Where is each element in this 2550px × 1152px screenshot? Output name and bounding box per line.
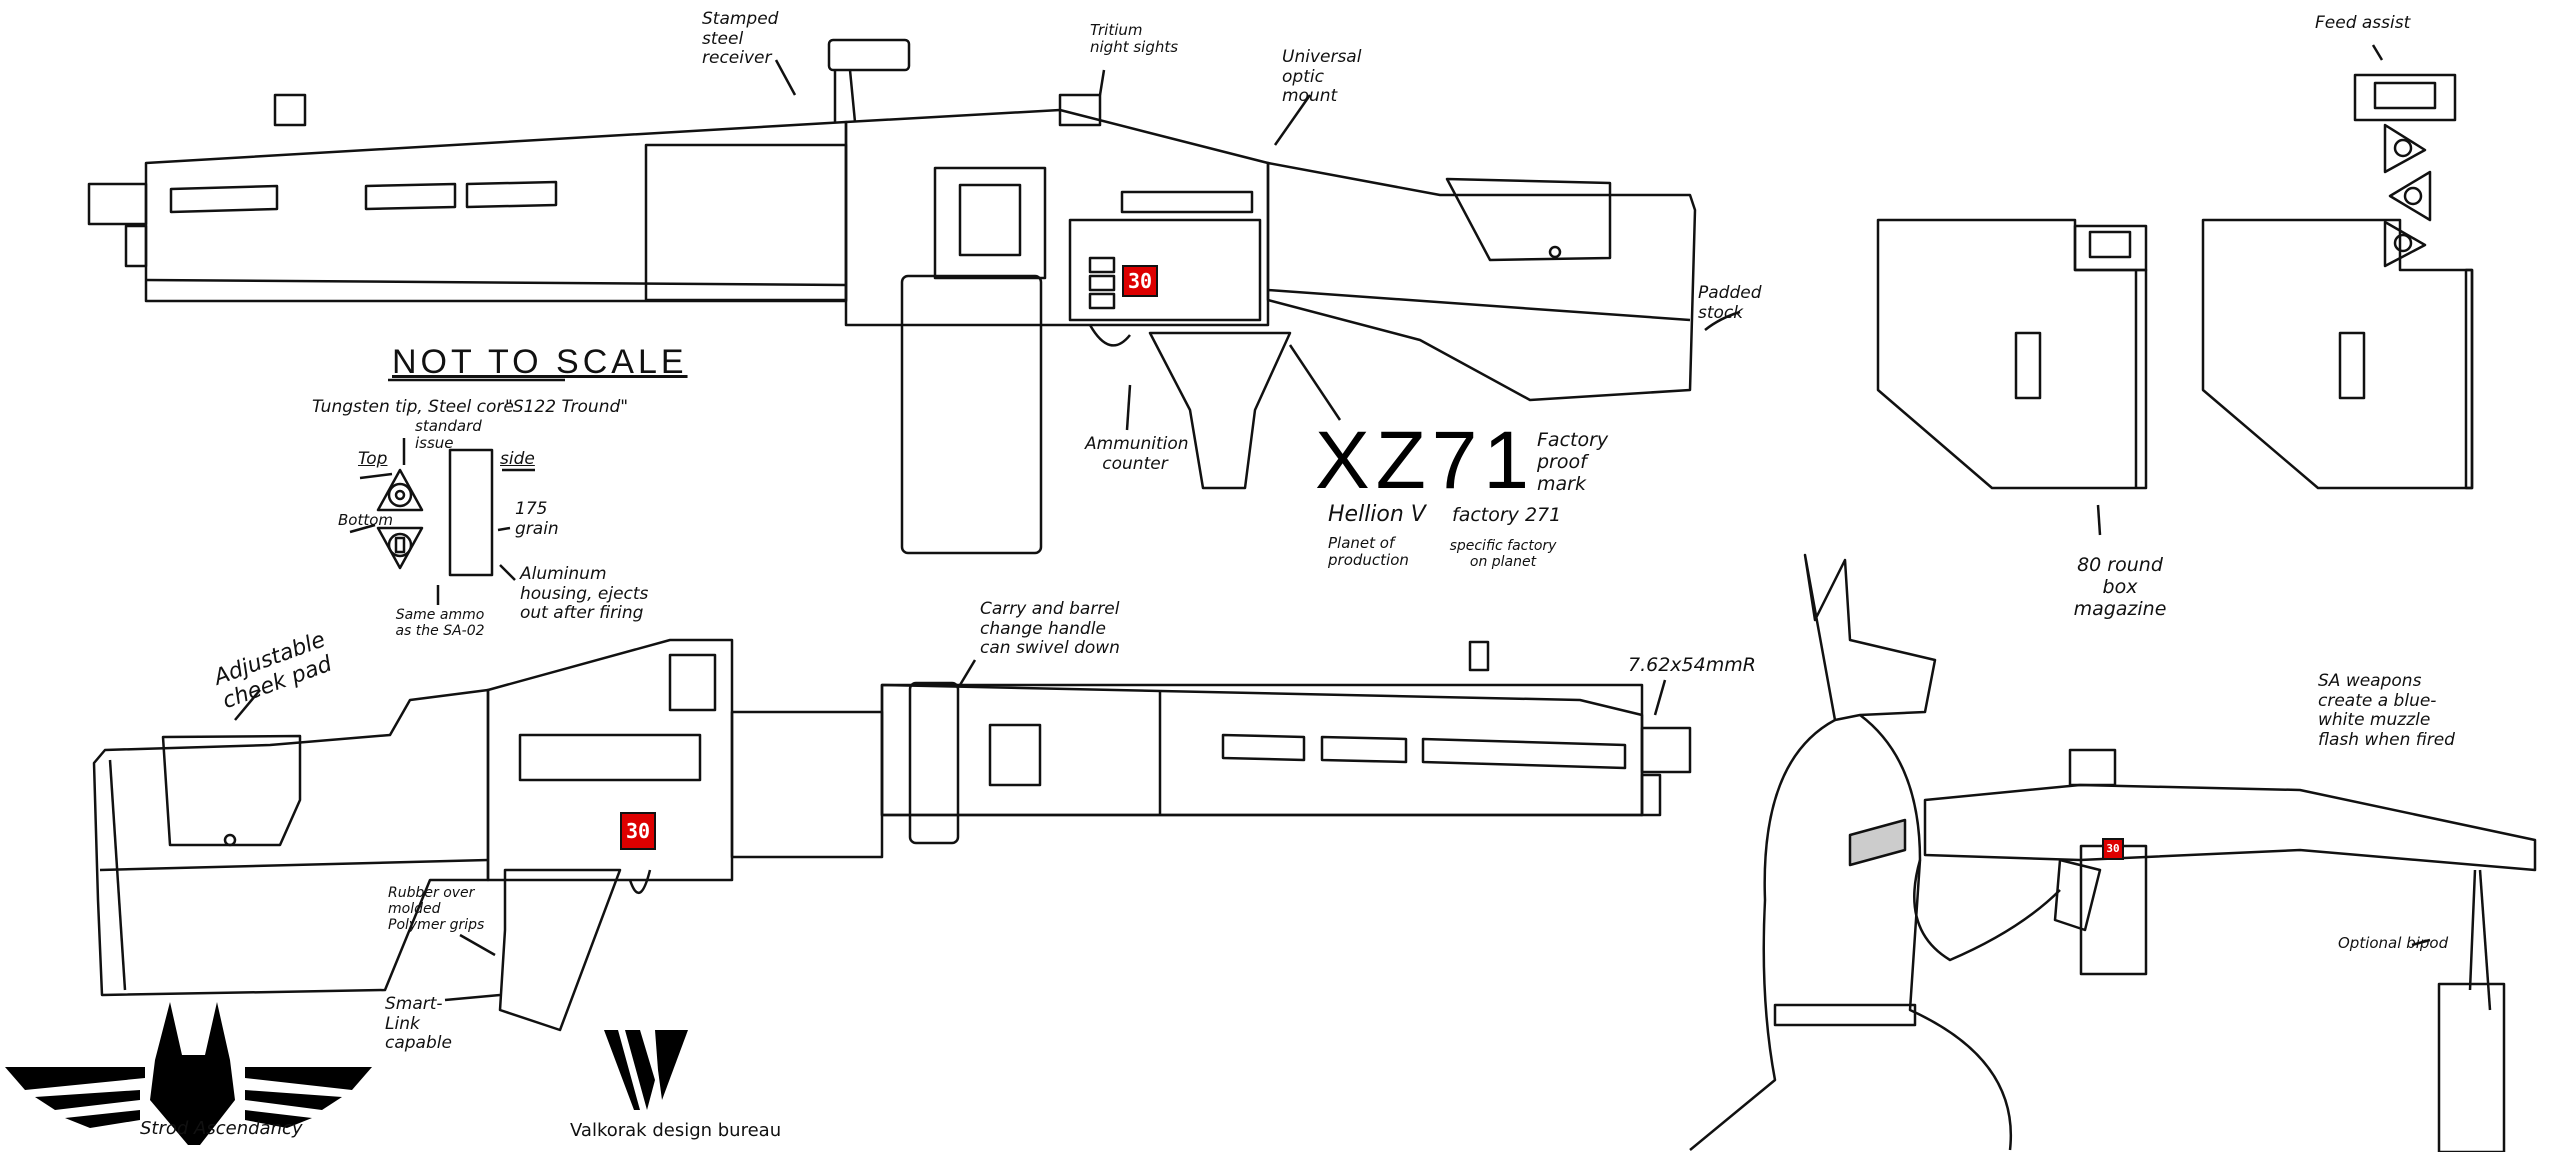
caliber-label: 7.62x54mmR <box>1628 654 1756 676</box>
bipod-rest-block <box>2437 982 2506 1152</box>
bottom-rifle-drawing <box>92 638 1692 1032</box>
ammo-side-label: side <box>500 449 535 469</box>
soldier-head <box>1803 553 1937 722</box>
grips-label: Rubber over molded Polymer grips <box>388 885 485 934</box>
top-rifle-muzzle <box>87 182 148 226</box>
bottom-rifle-counter-value: 30 <box>622 814 654 848</box>
bottom-rifle-muzzle <box>1640 726 1692 774</box>
feed-chain <box>2383 123 2432 268</box>
top-rifle-handguard <box>144 120 848 303</box>
bottom-rifle-slot <box>1221 733 1306 762</box>
bureau-logo-caption: Valkorak design bureau <box>570 1120 782 1141</box>
receiver-label: Stamped steel receiver <box>702 9 779 69</box>
soldier-drawing <box>1689 553 2537 1152</box>
soldier-arm <box>1913 859 2061 962</box>
top-rifle-front-sight <box>273 93 307 127</box>
top-rifle-rear-sight <box>1058 93 1102 127</box>
factory-name-label: factory 271 <box>1452 504 1562 526</box>
top-rifle-cheek-pad <box>1445 177 1612 262</box>
strod-ascendancy-logo <box>5 1002 372 1145</box>
bipod-label: Optional bipod <box>2338 934 2449 952</box>
top-rifle-slot <box>465 180 558 209</box>
soldier-rifle-ammo-counter: 30 <box>2102 838 2124 860</box>
carry-handle-label: Carry and barrel change handle can swive… <box>980 599 1120 659</box>
xz71-proof-mark: XZ71 <box>1315 415 1535 506</box>
bottom-rifle-ammo-counter: 30 <box>620 812 656 850</box>
top-rifle-optic-rail <box>1120 190 1254 214</box>
soldier-rifle-counter-value: 30 <box>2104 840 2122 858</box>
bottom-rifle-slot <box>1421 737 1627 770</box>
top-rifle-slot <box>364 182 457 211</box>
top-rifle-ammo-counter: 30 <box>1122 265 1158 297</box>
soldier-belt <box>1773 1003 1917 1027</box>
ammo-bottom-label: Bottom <box>338 511 394 529</box>
smartlink-label: Smart-Link capable <box>385 994 452 1054</box>
magazine-left <box>1876 218 2148 490</box>
bottom-rifle-receiver <box>486 638 734 882</box>
sights-label: Tritium night sights <box>1090 21 1179 57</box>
muzzle-flash-label: SA weapons create a blue-white muzzle fl… <box>2318 671 2455 750</box>
top-rifle-grip <box>1148 331 1292 490</box>
planet-name-label: Hellion V <box>1328 502 1426 527</box>
bottom-rifle-carry-handle <box>908 681 960 845</box>
soldier-torso <box>1689 718 1836 1151</box>
soldier-rifle-optic <box>2068 748 2117 787</box>
top-rifle-drawing <box>87 38 1741 555</box>
ammo-grain-label: 175 grain <box>515 499 559 539</box>
ammo-housing-label: Aluminum housing, ejects out after firin… <box>520 564 649 624</box>
ammo-top-label: Top <box>358 449 388 469</box>
magazine-right <box>2201 218 2474 490</box>
feed-assist-label: Feed assist <box>2315 13 2411 33</box>
ammo-standard-label: standard issue <box>415 417 482 453</box>
bottom-rifle-front-sight <box>1468 640 1490 672</box>
bottom-rifle-grip <box>498 868 622 1032</box>
ammo-core-label: Tungsten tip, Steel core <box>312 397 514 417</box>
sheet-title: NOT TO SCALE <box>392 343 688 381</box>
padded-stock-label: Padded stock <box>1698 283 1762 323</box>
top-rifle-slot <box>169 184 279 214</box>
top-rifle-magazine <box>900 274 1043 555</box>
optic-mount-label: Universal optic mount <box>1282 47 1362 107</box>
feed-assist-box <box>2353 73 2457 122</box>
bottom-rifle-handguard <box>880 683 1644 817</box>
ammo-same-label: Same ammo as the SA-02 <box>395 607 485 640</box>
bottom-rifle-slot <box>1320 735 1408 764</box>
soldier-shoulder-patch <box>1848 818 1907 867</box>
box-magazines <box>1876 44 2474 536</box>
top-rifle-feed-block <box>933 166 1047 280</box>
factory-desc-label: specific factory on planet <box>1449 538 1557 571</box>
factory-proof-label: Factory proof mark <box>1537 429 1609 495</box>
top-rifle-stock <box>1266 161 1697 402</box>
planet-desc-label: Planet of production <box>1328 534 1409 570</box>
bottom-rifle-cheek-pad <box>161 734 302 847</box>
faction-logo-caption: Strod Ascendancy <box>140 1118 303 1139</box>
ammo-name-label: "S122 Tround" <box>505 397 629 417</box>
magazine-capacity-label: 80 round box magazine <box>2073 554 2167 620</box>
soldier-rifle <box>1923 783 2537 872</box>
top-rifle-counter-value: 30 <box>1124 267 1156 295</box>
bottom-rifle-rear-sight <box>668 653 717 712</box>
ammo-counter-label: Ammunition counter <box>1085 434 1189 474</box>
round-side-view-icon <box>448 448 494 577</box>
ammo-diagram <box>349 378 565 605</box>
top-rifle-receiver <box>844 108 1270 327</box>
top-rifle-carry-handle <box>827 38 911 72</box>
valkorak-logo <box>604 1030 688 1110</box>
